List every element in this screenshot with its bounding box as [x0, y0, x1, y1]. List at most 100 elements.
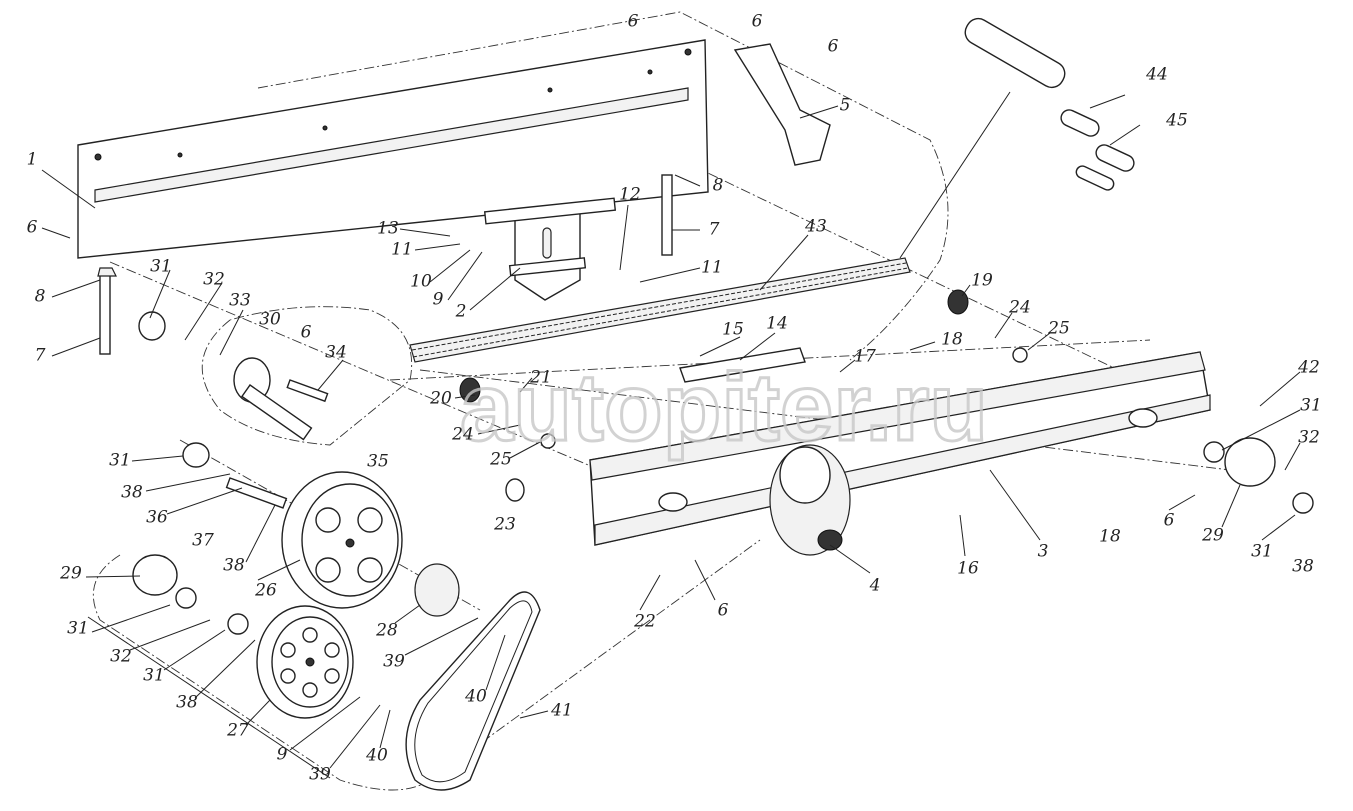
callout-label: 24: [451, 425, 474, 445]
callout-label: 23: [493, 515, 516, 535]
axis-line-2: [419, 369, 1231, 471]
part-27-small-pulley: [256, 605, 354, 719]
callout-label: 18: [1099, 527, 1121, 547]
callout-label: 25: [489, 450, 512, 470]
callout-label: 24: [1008, 298, 1031, 318]
callout-label: 42: [1297, 358, 1320, 378]
part-2-bracket: [483, 197, 617, 301]
callout-label: 2: [455, 302, 467, 322]
callout-label: 6: [718, 601, 729, 621]
callout-label: 28: [375, 621, 398, 641]
callout-label: 31: [109, 451, 131, 471]
callout-label: 20: [429, 389, 452, 409]
callout-label: 39: [383, 652, 405, 672]
callout-label: 6: [27, 218, 38, 238]
part-31-bearing: [1203, 441, 1225, 463]
callout-label: 1: [27, 150, 38, 170]
part-5-bracket: [733, 43, 831, 166]
assembly-outline-left: [201, 306, 413, 446]
callout-label: 7: [709, 220, 720, 240]
callout-label: 39: [309, 765, 331, 785]
callout-label: 11: [701, 258, 723, 278]
callout-label: 27: [226, 721, 249, 741]
callout-label: 31: [67, 619, 89, 639]
callout-label: 37: [192, 531, 214, 551]
part-14-bar: [679, 347, 806, 383]
callout-label: 3: [1038, 542, 1049, 562]
callout-label: 19: [971, 271, 993, 291]
callout-label: 32: [110, 647, 132, 667]
callout-label: 15: [722, 320, 744, 340]
chain-link-parts: [964, 17, 1141, 191]
part-25-washer: [540, 433, 556, 449]
callout-label: 38: [121, 483, 143, 503]
callout-label: 6: [628, 12, 639, 32]
callout-label: 35: [367, 452, 389, 472]
part-25-washer: [1012, 347, 1028, 363]
callout-label: 17: [854, 347, 876, 367]
callout-label: 30: [259, 310, 281, 330]
part-23-bushing: [505, 478, 525, 502]
callout-label: 32: [203, 270, 225, 290]
leader-lines: [41, 91, 1301, 779]
part-29-flange: [132, 554, 178, 596]
callout-label: 13: [377, 219, 399, 239]
callout-label: 31: [1251, 542, 1273, 562]
callout-label: 33: [229, 291, 251, 311]
watermark-text: autopiter.ru: [460, 354, 988, 461]
callout-label: 45: [1165, 111, 1188, 131]
callout-label: 6: [828, 37, 839, 57]
part-3-beam: [589, 351, 1211, 546]
callout-label: 43: [804, 217, 827, 237]
axis-line-3: [179, 439, 481, 611]
part-19-sprocket: [947, 289, 969, 315]
part-1-plate: [77, 39, 709, 259]
part-7-bolt: [99, 271, 111, 355]
callout-label: 6: [1164, 511, 1175, 531]
callout-label: 21: [529, 368, 552, 388]
callout-label: 44: [1145, 65, 1168, 85]
callout-label: 31: [150, 257, 172, 277]
callout-label: 41: [550, 701, 573, 721]
callout-label: 31: [143, 666, 165, 686]
part-41-belt-inner: [414, 600, 533, 783]
callout-label: 38: [1292, 557, 1314, 577]
callout-label: 34: [325, 343, 347, 363]
part-4-gearbox: [769, 444, 851, 556]
callout-label: 9: [277, 745, 288, 765]
callout-label: 18: [941, 330, 963, 350]
callout-label: 11: [391, 240, 413, 260]
callout-label: 12: [619, 185, 641, 205]
callout-label: 40: [365, 746, 388, 766]
part-28-hub: [414, 563, 460, 617]
axis-line-1: [109, 261, 601, 471]
callout-label: 38: [176, 693, 198, 713]
callout-label: 8: [713, 176, 724, 196]
callout-label: 32: [1298, 428, 1320, 448]
part-31-bearing: [175, 587, 197, 609]
callout-label: 6: [752, 12, 763, 32]
assembly-outline-bottom: [92, 539, 761, 791]
callout-label: 29: [1201, 526, 1224, 546]
callout-label: 29: [59, 564, 82, 584]
part-31-bearing: [227, 613, 249, 635]
callout-label: 8: [35, 287, 46, 307]
part-43-drive-chain: [409, 257, 911, 363]
callout-label: 36: [146, 508, 168, 528]
part-7-bolt: [661, 174, 673, 256]
callout-label: 22: [633, 612, 656, 632]
axis-line-4: [659, 149, 1161, 391]
part-41-belt: [405, 591, 541, 791]
callout-label: 6: [301, 323, 312, 343]
callout-label: 5: [840, 96, 851, 116]
callout-label: 14: [766, 314, 788, 334]
shaft-assembly-left: [138, 311, 329, 509]
part-31-bearing: [1292, 492, 1314, 514]
callout-label: 38: [223, 556, 245, 576]
callout-label: 4: [869, 576, 881, 596]
part-26-large-pulley: [281, 471, 403, 609]
callout-label: 16: [957, 559, 979, 579]
callout-label: 26: [254, 581, 277, 601]
